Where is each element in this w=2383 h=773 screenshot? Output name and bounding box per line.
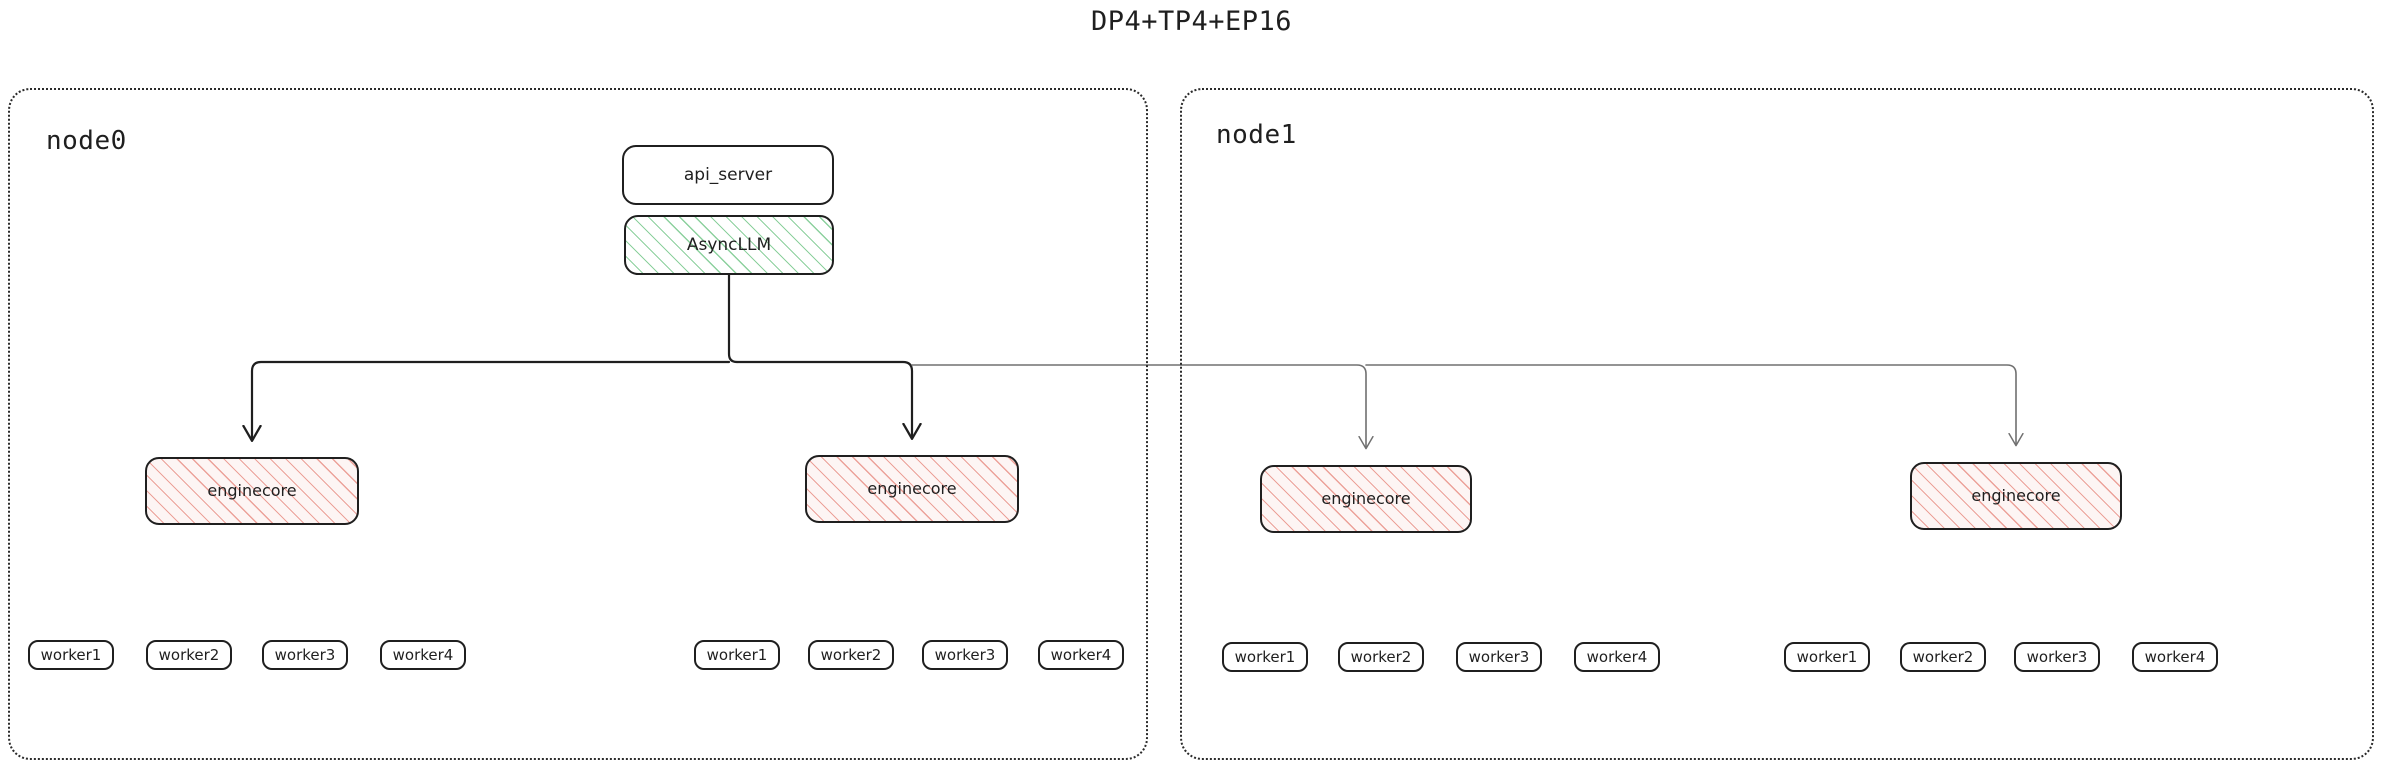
worker-label: worker3 — [2026, 647, 2088, 666]
worker-label: worker1 — [1234, 647, 1296, 666]
worker-box[interactable]: worker4 — [1574, 642, 1660, 672]
worker-label: worker1 — [706, 645, 768, 664]
worker-label: worker3 — [1468, 647, 1530, 666]
worker-label: worker1 — [40, 645, 102, 664]
worker-label: worker4 — [1050, 645, 1112, 664]
worker-box[interactable]: worker1 — [1784, 642, 1870, 672]
worker-box[interactable]: worker2 — [146, 640, 232, 670]
worker-label: worker3 — [274, 645, 336, 664]
enginecore-label: enginecore — [867, 479, 957, 498]
worker-box[interactable]: worker3 — [2014, 642, 2100, 672]
async-llm-box[interactable]: AsyncLLM — [624, 215, 834, 275]
worker-label: worker4 — [392, 645, 454, 664]
worker-box[interactable]: worker4 — [2132, 642, 2218, 672]
api-server-label: api_server — [683, 164, 773, 185]
worker-box[interactable]: worker3 — [262, 640, 348, 670]
worker-box[interactable]: worker2 — [1900, 642, 1986, 672]
worker-box[interactable]: worker3 — [922, 640, 1008, 670]
cluster-label-node0: node0 — [46, 126, 127, 156]
enginecore-label: enginecore — [207, 481, 297, 500]
enginecore-box-0[interactable]: enginecore — [145, 457, 359, 525]
worker-label: worker2 — [820, 645, 882, 664]
worker-box[interactable]: worker1 — [28, 640, 114, 670]
worker-label: worker2 — [1912, 647, 1974, 666]
worker-label: worker1 — [1796, 647, 1858, 666]
worker-box[interactable]: worker2 — [1338, 642, 1424, 672]
async-llm-label: AsyncLLM — [686, 234, 772, 255]
enginecore-box-2[interactable]: enginecore — [1260, 465, 1472, 533]
api-server-box[interactable]: api_server — [622, 145, 834, 205]
worker-label: worker2 — [1350, 647, 1412, 666]
worker-box[interactable]: worker2 — [808, 640, 894, 670]
worker-label: worker2 — [158, 645, 220, 664]
worker-label: worker3 — [934, 645, 996, 664]
worker-box[interactable]: worker1 — [1222, 642, 1308, 672]
enginecore-box-1[interactable]: enginecore — [805, 455, 1019, 523]
worker-box[interactable]: worker4 — [1038, 640, 1124, 670]
worker-box[interactable]: worker3 — [1456, 642, 1542, 672]
cluster-label-node1: node1 — [1216, 120, 1297, 150]
page-title: DP4+TP4+EP16 — [1090, 6, 1293, 37]
worker-label: worker4 — [2144, 647, 2206, 666]
cluster-node0 — [8, 88, 1148, 760]
worker-box[interactable]: worker4 — [380, 640, 466, 670]
enginecore-box-3[interactable]: enginecore — [1910, 462, 2122, 530]
worker-label: worker4 — [1586, 647, 1648, 666]
enginecore-label: enginecore — [1971, 486, 2061, 505]
worker-box[interactable]: worker1 — [694, 640, 780, 670]
enginecore-label: enginecore — [1321, 489, 1411, 508]
cluster-node1 — [1180, 88, 2374, 760]
